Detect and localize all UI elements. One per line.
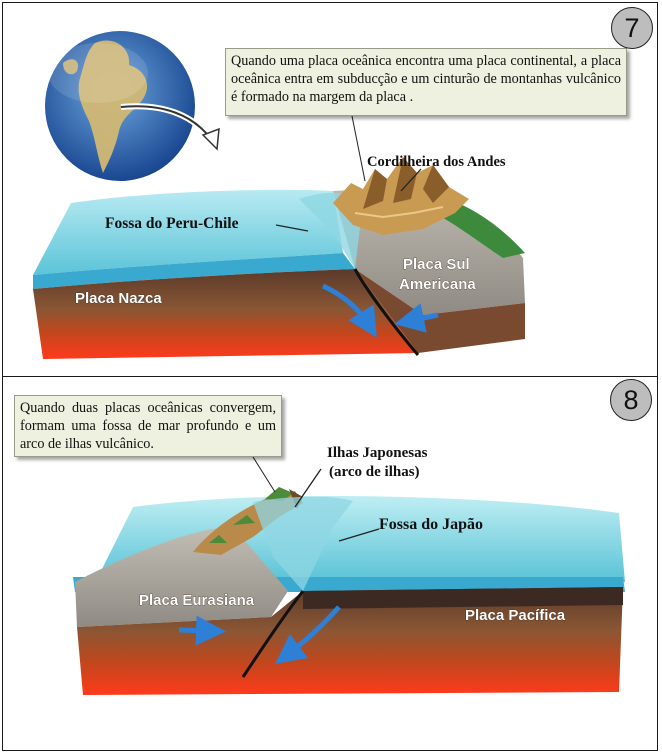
south-american-plate-label-2: Americana — [399, 276, 476, 293]
andes-mountains — [333, 157, 469, 235]
islands-label-1: Ilhas Japonesas — [327, 445, 428, 461]
ocean-ocean-diagram: Ilhas Japonesas (arco de ilhas) Fossa do… — [73, 445, 625, 695]
plate-layers — [77, 587, 623, 695]
trench-pointer-line — [338, 528, 380, 542]
islands-pointer-line — [294, 468, 322, 508]
south-american-plate-label-1: Placa Sul — [403, 256, 470, 273]
continental-lower-crust — [355, 269, 525, 353]
trench-pointer-line — [275, 224, 309, 232]
pacific-crust-top — [303, 587, 623, 609]
andes-pointer-line — [400, 168, 422, 192]
panel-number-badge: 8 — [610, 379, 652, 421]
explanation-callout: Quando duas placas oceânicas convergem, … — [14, 395, 282, 457]
nazca-motion-arrow — [321, 283, 377, 338]
andes-label: Cordilheira dos Andes — [367, 154, 506, 170]
ocean-front — [33, 253, 355, 289]
nazca-plate-layers — [33, 269, 418, 359]
callout-pointer-line — [252, 456, 276, 493]
trench-slope — [253, 496, 353, 591]
subduction-zone-line — [241, 590, 305, 678]
globe-icon — [45, 31, 195, 181]
pacific-plate-label: Placa Pacífica — [465, 607, 566, 624]
eurasian-motion-arrow — [178, 615, 226, 646]
eurasian-crust — [75, 527, 288, 627]
explanation-callout: Quando uma placa oceânica encontra uma p… — [225, 48, 627, 116]
ocean-continent-diagram: Cordilheira dos Andes Fossa do Peru-Chil… — [33, 31, 525, 359]
pacific-motion-arrow — [275, 605, 341, 665]
nazca-plate-label: Placa Nazca — [75, 290, 162, 307]
islands-label-2: (arco de ilhas) — [329, 464, 420, 480]
callout-text: Quando duas placas oceânicas convergem, … — [20, 400, 276, 452]
south-american-motion-arrow — [394, 303, 439, 333]
trench-label: Fossa do Peru-Chile — [105, 215, 239, 232]
panel-8-ocean-ocean: Ilhas Japonesas (arco de ilhas) Fossa do… — [2, 376, 658, 751]
pointer-arrow-head — [201, 127, 220, 151]
callout-pointer-line — [350, 110, 366, 182]
panel-number-badge: 7 — [611, 7, 653, 49]
ocean-surface — [33, 189, 343, 275]
panel-7-ocean-continent: Cordilheira dos Andes Fossa do Peru-Chil… — [2, 2, 658, 378]
trench-label: Fossa do Japão — [379, 516, 483, 533]
callout-text: Quando uma placa oceânica encontra uma p… — [231, 53, 621, 105]
subduction-zone-line — [353, 268, 420, 356]
pointer-arrow-outline — [120, 105, 212, 140]
eurasian-plate-label: Placa Eurasiana — [139, 592, 255, 609]
